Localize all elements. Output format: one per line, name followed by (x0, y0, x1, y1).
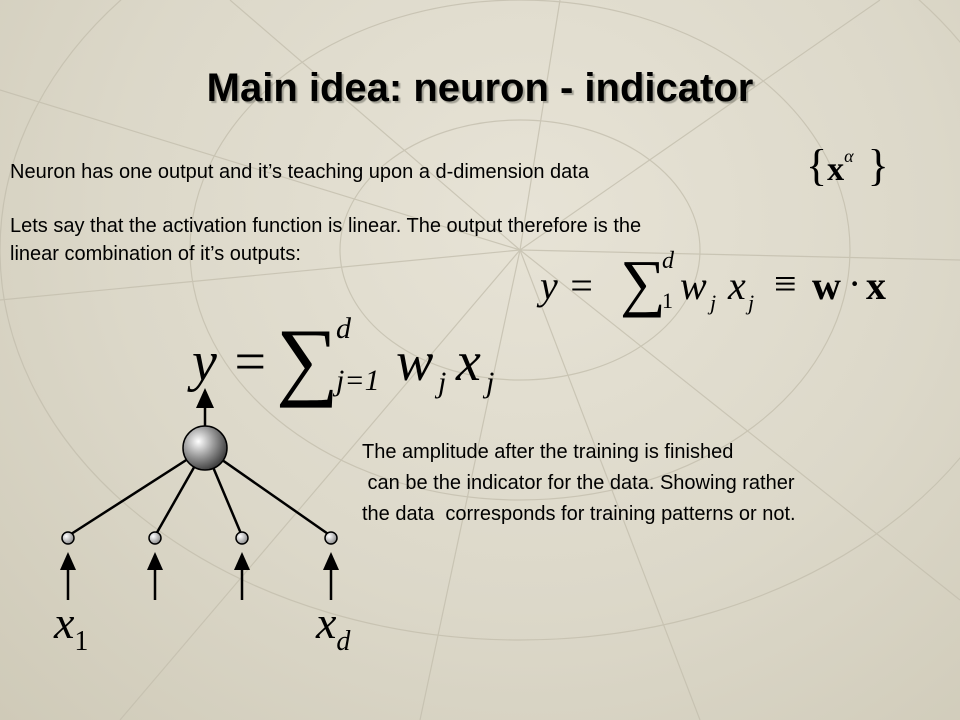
eq-big-sum: ∑ (276, 312, 339, 409)
eq-small-lower: 1 (662, 288, 673, 313)
output-arrow-head (196, 388, 214, 408)
eq-small-sum: ∑ (620, 247, 666, 318)
explanation-line-3: the data corresponds for training patter… (362, 503, 796, 525)
data-set-var: x (827, 151, 845, 188)
explanation-line-1: The amplitude after the training is fini… (362, 441, 734, 463)
eq-small-w-sub: j (710, 290, 717, 315)
intro-text: Neuron has one output and it’s teaching … (10, 161, 589, 183)
input-first-var: x (54, 597, 75, 648)
eq-small-w: w (680, 263, 707, 308)
input-node-d (324, 531, 338, 545)
data-set-open-brace: { (806, 141, 828, 190)
eq-small-upper: d (662, 248, 674, 274)
input-label-first: x1 (54, 596, 88, 658)
eq-small-bold-w: w (812, 263, 841, 308)
input-first-sub: 1 (74, 626, 89, 657)
eq-small-x: x (728, 263, 746, 308)
eq-small-x-sub: j (748, 290, 755, 315)
eq-big-lhs: y = (192, 331, 269, 393)
data-set-sup: α (844, 146, 854, 166)
data-set-formula: {xα} (806, 140, 889, 191)
neuron-diagram (60, 388, 339, 600)
eq-big-w-sub: j (438, 366, 447, 399)
input-node-2 (148, 531, 162, 545)
input-label-last: xd (316, 596, 350, 658)
neuron-node (182, 425, 228, 471)
input-arrow-d (323, 552, 339, 570)
input-arrow-1 (60, 552, 76, 570)
data-set-close-brace: } (867, 141, 889, 190)
eq-big-x: x (456, 331, 481, 393)
eq-small-dot: · (848, 261, 862, 306)
eq-small-lhs: y = (540, 263, 595, 308)
activation-text-2: linear combination of it’s outputs: (10, 243, 301, 265)
slide-title: Main idea: neuron - indicator (206, 66, 754, 110)
activation-text-1: Lets say that the activation function is… (10, 215, 642, 237)
input-arrow-2 (147, 552, 163, 570)
eq-big-w: w (396, 331, 434, 393)
eq-small-bold-x: x (866, 263, 886, 308)
explanation-line-2: can be the indicator for the data. Showi… (362, 472, 795, 494)
eq-big-lower: j=1 (336, 364, 380, 397)
eq-big-x-sub: j (486, 366, 495, 399)
input-node-3 (235, 531, 249, 545)
input-arrow-3 (234, 552, 250, 570)
input-last-var: x (316, 597, 337, 648)
eq-big-upper: d (336, 312, 351, 345)
input-last-sub: d (336, 626, 351, 657)
eq-small-equiv: ≡ (774, 261, 797, 306)
input-node-1 (61, 531, 75, 545)
